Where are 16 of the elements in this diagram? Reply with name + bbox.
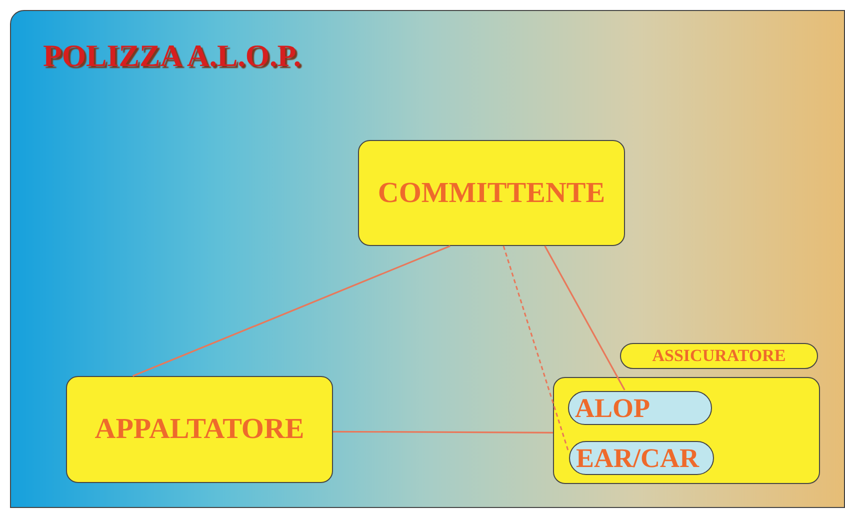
policy-pill [569, 441, 714, 475]
node-label: ASSICURATORE [652, 346, 786, 366]
node-label: EAR/CAR [576, 442, 700, 474]
connector [333, 430, 553, 434]
node-label: ALOP [575, 392, 650, 424]
title: POLIZZA A.L.O.P. [43, 38, 302, 74]
policy-group-box [553, 377, 820, 484]
node-label: COMMITTENTE [378, 176, 606, 210]
party-box [358, 140, 625, 246]
party-box [66, 376, 333, 483]
party-pill [620, 343, 818, 369]
connector [132, 245, 450, 377]
node-label: APPALTATORE [94, 413, 304, 446]
connector [544, 246, 626, 390]
dashed-connector [502, 246, 569, 450]
policy-pill [568, 391, 712, 425]
